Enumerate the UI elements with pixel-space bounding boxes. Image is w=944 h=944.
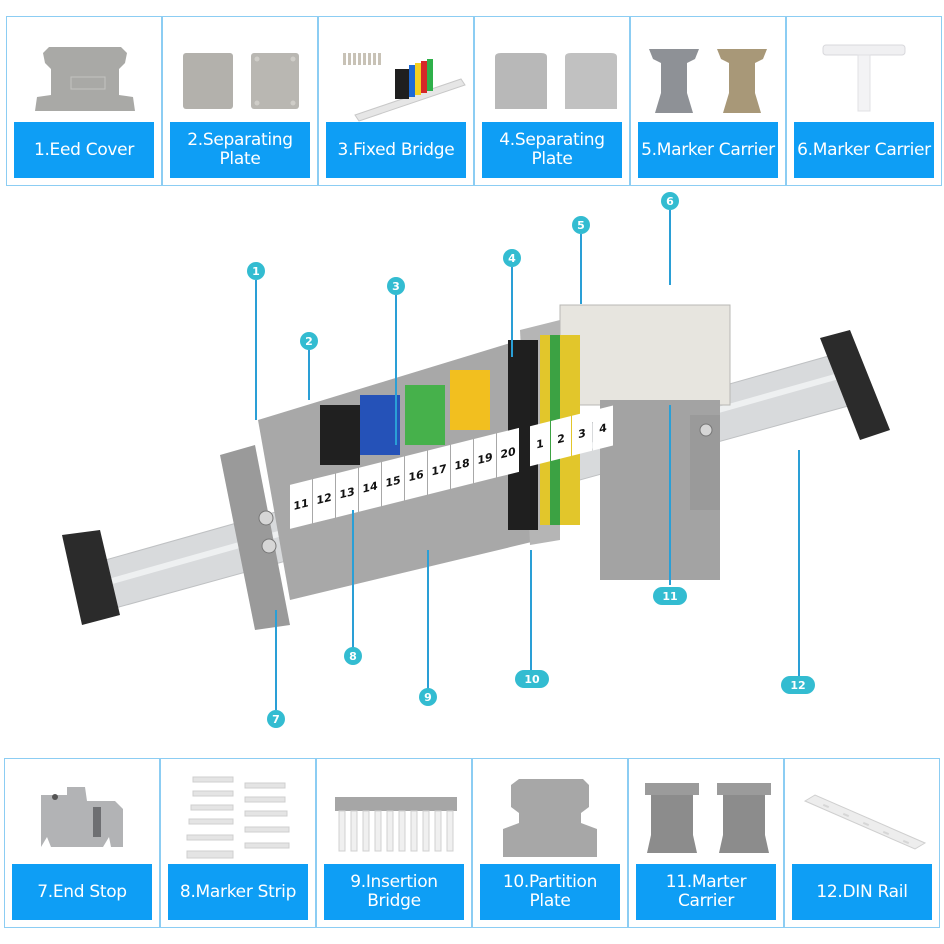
part-label: 8.Marker Strip (168, 864, 308, 920)
marker-carrier-icon (645, 783, 771, 853)
terminal-number: 16 (405, 450, 427, 501)
callout-7: 7 (267, 710, 285, 728)
part-card-end-cover: 1.Eed Cover (6, 16, 162, 186)
callout-5: 5 (572, 216, 590, 234)
terminal-number: 17 (428, 445, 450, 495)
transparent-marker-carrier-icon (822, 44, 906, 112)
part-card-din-rail: 12.DIN Rail (784, 758, 940, 928)
part-label: 1.Eed Cover (14, 122, 154, 178)
callout-9: 9 (419, 688, 437, 706)
part-label: 7.End Stop (12, 864, 152, 920)
insertion-bridge-icon (335, 797, 457, 852)
terminal-number: 1 (530, 421, 550, 467)
leader-line-6 (669, 210, 671, 285)
part-card-transparent-marker-carrier: 6.Marker Carrier (786, 16, 942, 186)
part-label: 9.Insertion Bridge (324, 864, 464, 920)
part-card-marker-carrier: 5.Marker Carrier (630, 16, 786, 186)
leader-line-3 (395, 295, 397, 445)
terminal-number: 13 (336, 467, 358, 518)
part-card-partition-plate: 10.Partition Plate (472, 758, 628, 928)
part-label: 11.Marter Carrier (636, 864, 776, 920)
part-label: 6.Marker Carrier (794, 122, 934, 178)
part-label: 12.DIN Rail (792, 864, 932, 920)
part-label: 3.Fixed Bridge (326, 122, 466, 178)
terminal-number: 4 (593, 405, 613, 451)
terminal-number: 3 (572, 410, 592, 456)
terminal-number: 12 (313, 473, 335, 524)
callout-2: 2 (300, 332, 318, 350)
separating-plate-icon (183, 53, 299, 109)
callout-12: 12 (781, 676, 815, 694)
terminal-number: 14 (359, 462, 381, 512)
part-card-separating-plate: 2.Separating Plate (162, 16, 318, 186)
terminal-number: 11 (290, 479, 312, 529)
leader-line-9 (427, 550, 429, 690)
callout-1: 1 (247, 262, 265, 280)
part-card-insertion-bridge: 9.Insertion Bridge (316, 758, 472, 928)
leader-line-4 (511, 267, 513, 357)
leader-line-11 (669, 405, 671, 585)
fixed-bridge-icon (343, 53, 466, 122)
callout-4: 4 (503, 249, 521, 267)
end-cover-icon (35, 47, 135, 111)
part-label: 5.Marker Carrier (638, 122, 778, 178)
end-stop-icon (41, 787, 123, 847)
leader-line-5 (580, 234, 582, 304)
marker-carrier-icon (649, 49, 767, 113)
part-card-marker-strip: 8.Marker Strip (160, 758, 316, 928)
leader-line-7 (275, 610, 277, 710)
terminal-number: 18 (451, 439, 473, 489)
marker-strip-icon (186, 776, 290, 859)
top-parts-row: 1.Eed Cover 2.Separating Plate 3.Fixed B… (0, 16, 944, 186)
terminal-number: 2 (551, 415, 571, 461)
callout-10: 10 (515, 670, 549, 688)
part-card-fixed-bridge: 3.Fixed Bridge (318, 16, 474, 186)
terminal-block-assembly: 11 12 13 14 15 16 17 18 19 20 1 2 3 4 1 … (0, 190, 944, 750)
bottom-parts-row: 7.End Stop 8.Marker Strip (0, 758, 944, 928)
terminal-number: 20 (497, 427, 519, 478)
terminal-number: 15 (382, 456, 404, 506)
leader-line-2 (308, 350, 310, 400)
part-label: 10.Partition Plate (480, 864, 620, 920)
callout-11: 11 (653, 587, 687, 605)
leader-line-12 (798, 450, 800, 685)
part-card-end-stop: 7.End Stop (4, 758, 160, 928)
leader-line-10 (530, 550, 532, 670)
leader-line-1 (255, 280, 257, 420)
callout-8: 8 (344, 647, 362, 665)
part-label: 4.Separating Plate (482, 122, 622, 178)
separating-plate-icon (495, 53, 617, 109)
partition-plate-icon (503, 779, 597, 857)
part-card-marker-carrier-2: 11.Marter Carrier (628, 758, 784, 928)
part-card-separating-plate-2: 4.Separating Plate (474, 16, 630, 186)
callout-6: 6 (661, 192, 679, 210)
part-label: 2.Separating Plate (170, 122, 310, 178)
terminal-number: 19 (474, 433, 496, 484)
din-rail-icon (803, 794, 927, 850)
callout-3: 3 (387, 277, 405, 295)
leader-line-8 (352, 510, 354, 648)
